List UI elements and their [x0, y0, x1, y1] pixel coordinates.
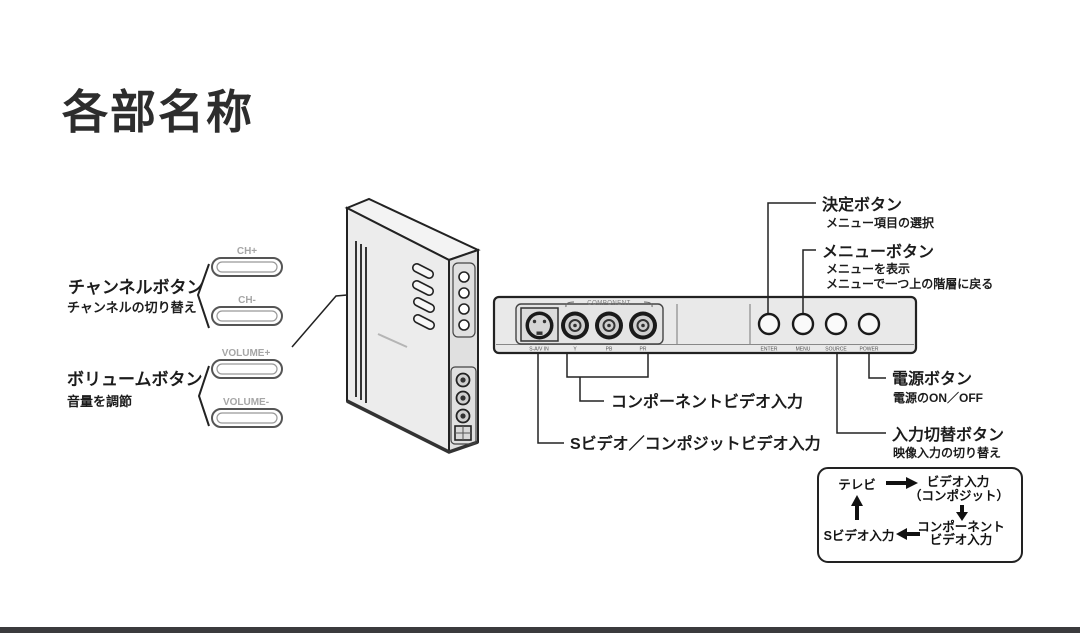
menu-button — [791, 312, 815, 336]
connector-label-savin: S-A/V IN — [529, 347, 549, 353]
ch-plus-label: CH+ — [237, 246, 257, 257]
device-logo-mark — [377, 333, 408, 348]
power-button — [857, 312, 881, 336]
flow-arrow-right — [886, 477, 918, 489]
power-button-label: POWER — [860, 347, 879, 353]
component-connector-pr — [629, 311, 657, 340]
menu-callout: メニューボタン メニューを表示 メニューで一つ上の階層に戻る — [802, 243, 993, 313]
device-front-button-1 — [411, 263, 435, 279]
side-connector-panel — [450, 366, 477, 445]
footer-bar — [0, 627, 1080, 633]
source-desc: 映像入力の切り替え — [893, 445, 1001, 460]
flow-component-label-1: コンポーネント — [917, 519, 1005, 534]
flow-video-label-2: （コンポジット） — [909, 488, 1009, 503]
channel-brace — [196, 263, 210, 329]
component-connector-pb — [595, 311, 623, 340]
device-front-button-4 — [412, 314, 436, 330]
device-illustration — [344, 197, 481, 454]
menu-leader-line — [802, 249, 816, 313]
side-connector-pin — [460, 395, 466, 401]
menu-title: メニューボタン — [822, 243, 934, 261]
component-video-label: コンポーネントビデオ入力 — [611, 392, 803, 411]
menu-desc-2: メニューで一つ上の階層に戻る — [826, 276, 993, 291]
source-button — [824, 312, 848, 336]
enter-button-label: ENTER — [761, 347, 778, 353]
source-leader-line — [836, 353, 886, 434]
source-callout: 入力切替ボタン 映像入力の切り替え — [836, 353, 1004, 460]
menu-desc-1: メニューを表示 — [826, 261, 910, 276]
input-cycle-box — [817, 467, 1023, 563]
flow-arrow-down — [956, 505, 968, 521]
device-bottom-rim — [346, 399, 479, 454]
volume-plus-button — [211, 359, 283, 379]
enter-button — [757, 312, 781, 336]
component-bracket-line — [566, 353, 649, 378]
channel-desc: チャンネルの切り替え — [67, 300, 197, 315]
side-button — [458, 271, 470, 283]
page-title: 各部名称 — [62, 86, 254, 138]
enter-title: 決定ボタン — [822, 195, 902, 214]
connector-label-y: Y — [573, 347, 577, 353]
side-button — [458, 287, 470, 299]
component-group-label: COMPONENT — [587, 301, 631, 307]
input-cycle-diagram: テレビ ビデオ入力 （コンポジット） コンポーネント ビデオ入力 Sビデオ入力 — [817, 467, 1023, 563]
flow-tv-label: テレビ — [838, 477, 876, 492]
source-button-label: SOURCE — [825, 347, 847, 353]
flow-component-label-2: ビデオ入力 — [930, 532, 993, 547]
power-title: 電源ボタン — [892, 369, 972, 388]
volume-desc: 音量を調節 — [67, 394, 132, 409]
svideo-callout: Sビデオ／コンポジットビデオ入力 — [537, 353, 821, 453]
device-front-button-3 — [412, 297, 436, 313]
flow-svideo-label: Sビデオ入力 — [824, 528, 895, 543]
flow-arrow-up — [851, 495, 863, 520]
volume-plus-button-inner — [216, 363, 278, 375]
ch-plus-button — [211, 257, 283, 277]
power-desc: 電源のON／OFF — [893, 390, 983, 405]
connector-label-pr: PR — [640, 347, 647, 353]
ch-minus-button — [211, 306, 283, 326]
volume-minus-button — [211, 408, 283, 428]
component-video-callout: コンポーネントビデオ入力 — [566, 353, 803, 411]
ch-plus-button-inner — [216, 261, 278, 273]
device-front-button-2 — [411, 280, 435, 296]
side-button-panel — [452, 262, 476, 338]
ch-minus-label: CH- — [238, 295, 256, 306]
enter-leader-line — [767, 202, 816, 313]
side-connector-pin — [460, 413, 466, 419]
svideo-notch — [536, 331, 543, 335]
rear-panel: COMPONENT S-A/V IN Y PB PR ENTER MENU SO… — [492, 295, 918, 355]
svideo-pin — [532, 319, 537, 324]
enter-desc: メニュー項目の選択 — [826, 215, 935, 230]
volume-title: ボリュームボタン — [67, 370, 203, 389]
source-title: 入力切替ボタン — [892, 425, 1004, 444]
component-bracket-left — [565, 301, 575, 308]
channel-title: チャンネルボタン — [68, 278, 204, 297]
channel-callout: チャンネルボタン チャンネルの切り替え CH+ CH- — [67, 246, 283, 329]
volume-callout: ボリュームボタン 音量を調節 VOLUME+ VOLUME- — [67, 348, 283, 428]
enter-callout: 決定ボタン メニュー項目の選択 — [767, 195, 935, 313]
component-bracket-right — [643, 301, 653, 308]
ch-minus-button-inner — [216, 310, 278, 322]
side-button — [458, 303, 470, 315]
side-button — [458, 319, 470, 331]
flow-arrow-left — [896, 528, 920, 540]
volume-minus-label: VOLUME- — [223, 397, 269, 408]
power-leader-line — [868, 353, 886, 379]
power-callout: 電源ボタン 電源のON／OFF — [868, 353, 983, 405]
connector-label-pb: PB — [606, 347, 613, 353]
volume-minus-button-inner — [216, 412, 278, 424]
svideo-pin — [542, 319, 547, 324]
flow-video-label-1: ビデオ入力 — [927, 474, 990, 489]
component-leader-line — [579, 377, 604, 402]
svideo-leader-line — [537, 353, 564, 444]
volume-brace — [197, 365, 210, 427]
component-connector-y — [561, 311, 589, 340]
svideo-label: Sビデオ／コンポジットビデオ入力 — [570, 434, 821, 453]
menu-button-label: MENU — [796, 347, 811, 353]
side-connector-pin — [460, 377, 466, 383]
volume-plus-label: VOLUME+ — [222, 348, 271, 359]
